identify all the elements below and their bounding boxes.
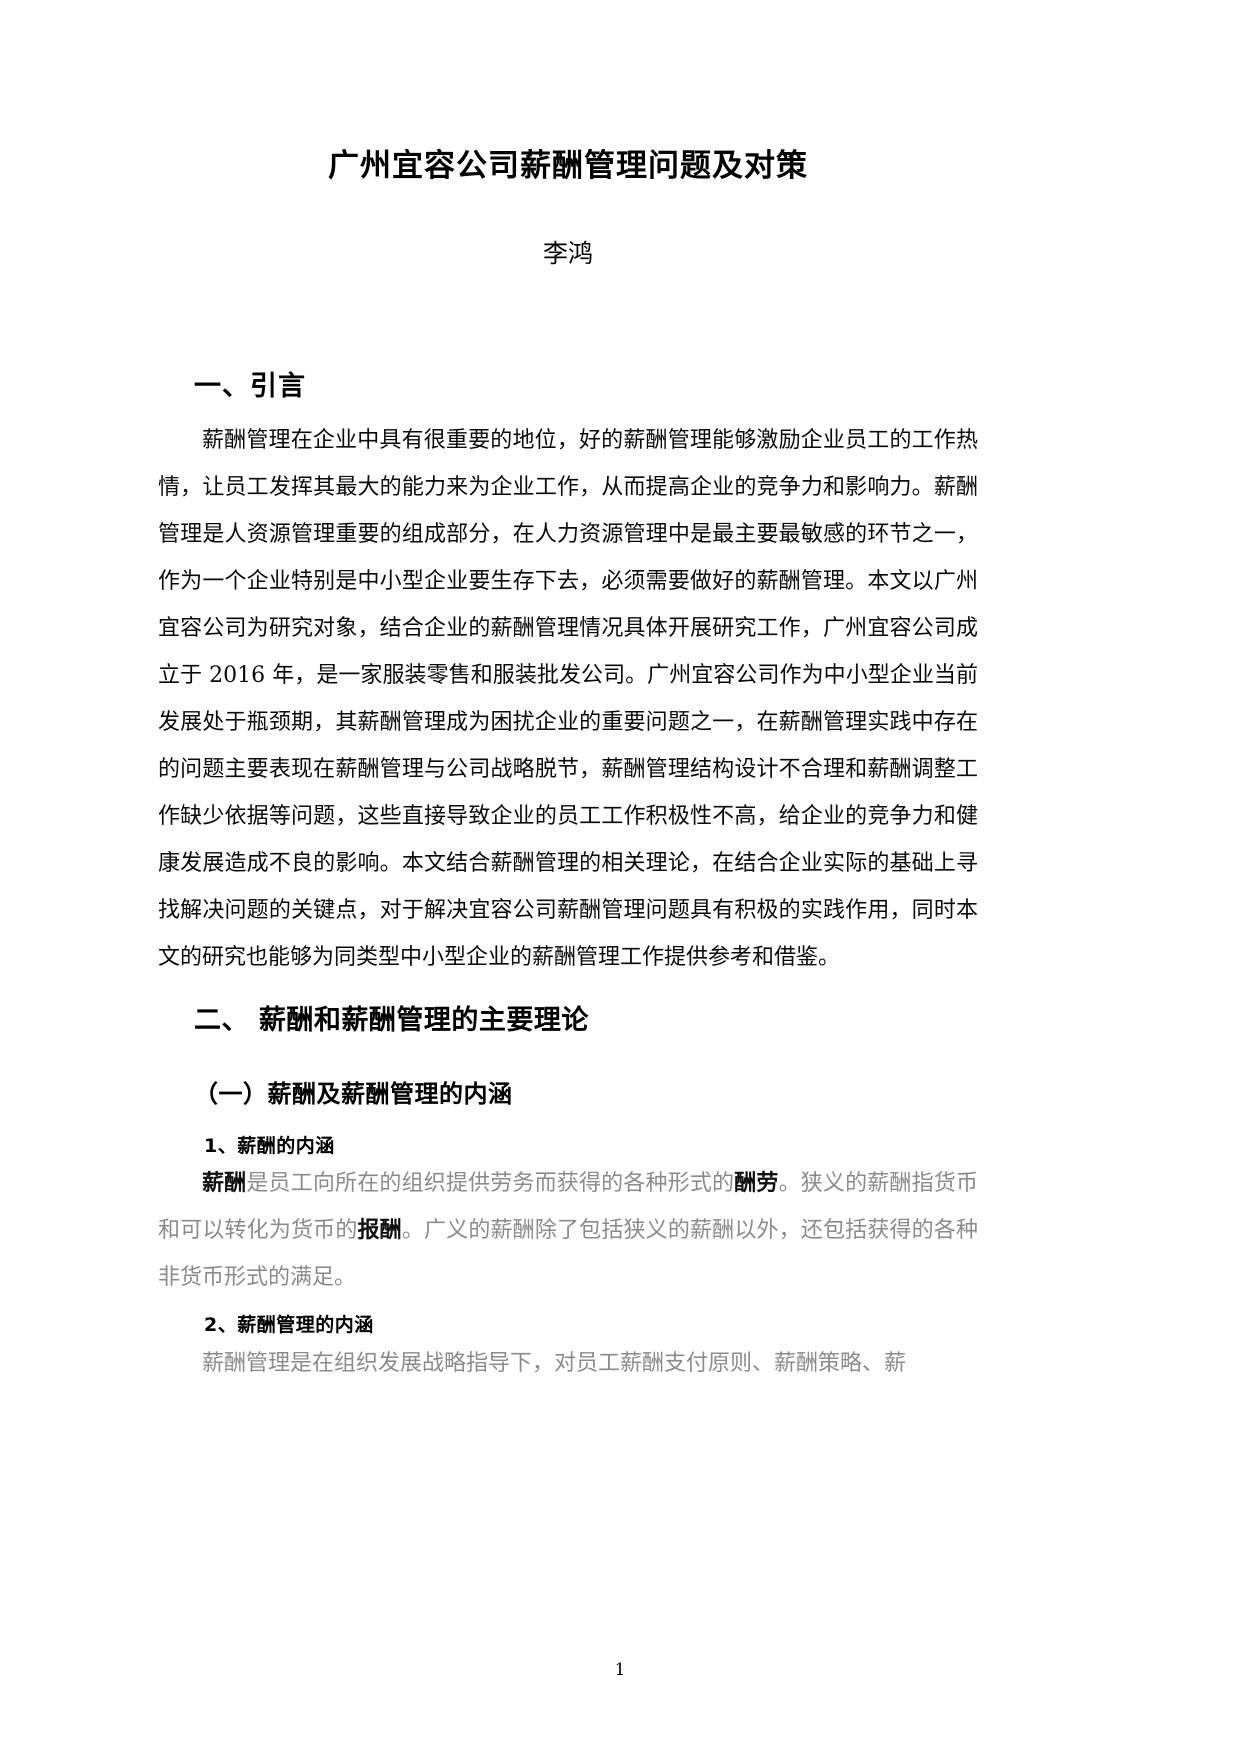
- heading-spacer-2: [158, 1042, 978, 1076]
- paragraph-spacer-1: [158, 981, 978, 1001]
- page-number-footer: 1: [614, 1660, 626, 1680]
- subsection-heading-connotation: （一）薪酬及薪酬管理的内涵: [194, 1079, 513, 1108]
- heading-spacer-3: [158, 1112, 978, 1132]
- section-heading-theory: 二、 薪酬和薪酬管理的主要理论: [194, 1005, 589, 1037]
- page-content: 广州宜容公司薪酬管理问题及对策 李鸿 一、引言 薪酬管理在企业中具有很重要的地位…: [158, 0, 978, 1387]
- emphasis-reward: 报酬: [357, 1218, 402, 1244]
- paragraph-salary-connotation: 薪酬是员工向所在的组织提供劳务而获得的各种形式的酬劳。狭义的薪酬指货币和可以转化…: [158, 1160, 978, 1301]
- author-name: 李鸿: [542, 238, 593, 268]
- emphasis-remuneration: 酬劳: [734, 1171, 779, 1197]
- title-body-spacer: [158, 271, 978, 367]
- page-title: 广州宜容公司薪酬管理问题及对策: [328, 148, 808, 184]
- paragraph-spacer-2: [158, 1301, 978, 1311]
- emphasis-salary: 薪酬: [202, 1171, 247, 1197]
- text-run-1: 是员工向所在的组织提供劳务而获得的各种形式的: [246, 1171, 735, 1197]
- item-heading-salary-management-connotation: 2、薪酬管理的内涵: [204, 1314, 374, 1337]
- paragraph-introduction: 薪酬管理在企业中具有很重要的地位，好的薪酬管理能够激励企业员工的工作热情，让员工…: [158, 428, 978, 971]
- text-run-2: 。狭义的薪酬指货币和可以转化为货币的: [158, 1171, 978, 1244]
- heading-spacer-1: [158, 407, 978, 417]
- section-heading-introduction: 一、引言: [194, 370, 306, 402]
- text-run-3: 。广义的薪酬除了包括狭义的薪酬以外，还包括获得的各种非货币形式的满足。: [158, 1218, 978, 1291]
- item-heading-salary-connotation: 1、薪酬的内涵: [204, 1134, 335, 1157]
- paragraph-salary-management-connotation: 薪酬管理是在组织发展战略指导下，对员工薪酬支付原则、薪酬策略、薪: [202, 1350, 907, 1376]
